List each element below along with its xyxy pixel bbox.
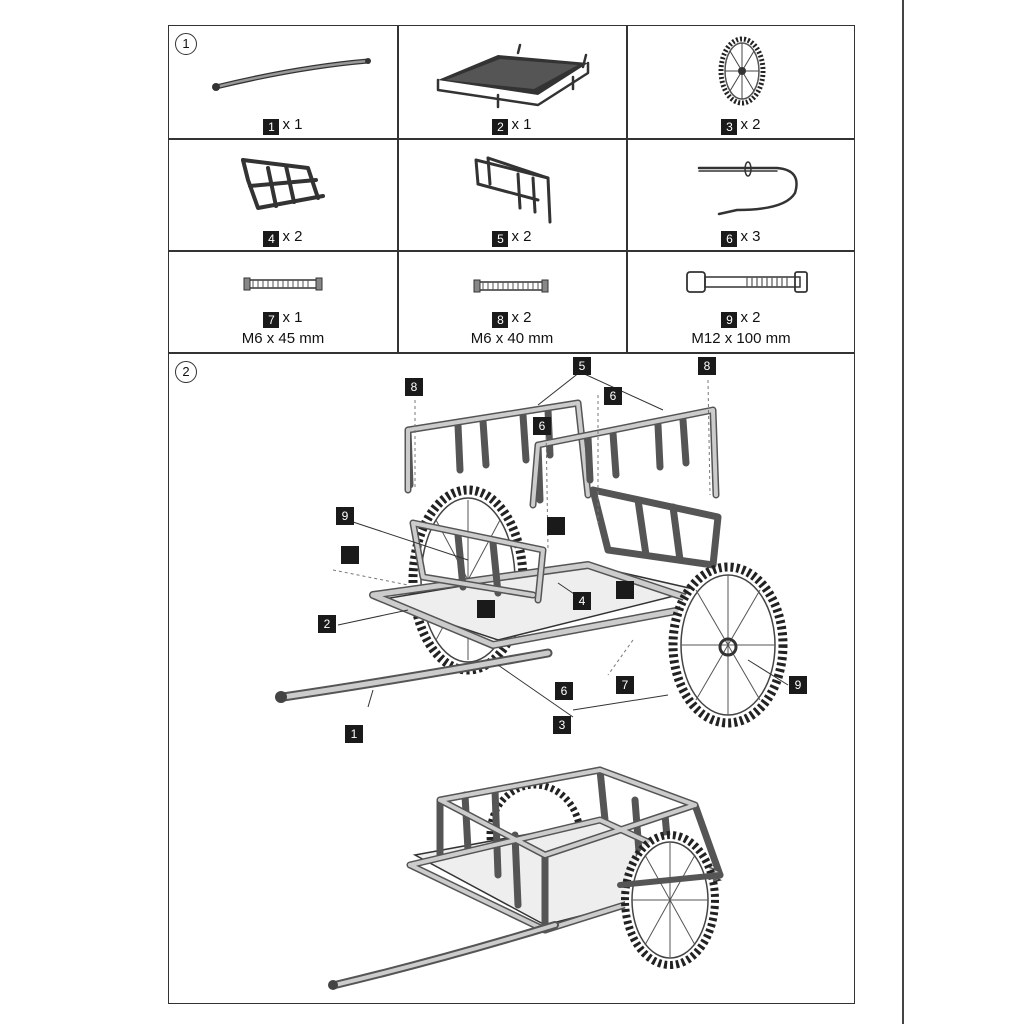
- part-5-side-frame-drawing: [474, 156, 552, 224]
- part-2-platform-drawing: [436, 43, 590, 109]
- callout-6-bottom: 6: [555, 682, 573, 700]
- part-number-badge: 3: [721, 119, 738, 135]
- part-number-badge: 6: [721, 231, 738, 247]
- callout-8-left: 8: [405, 378, 423, 396]
- grid-line: [168, 138, 855, 140]
- exploded-assembly-drawing: [275, 371, 789, 728]
- part-quantity: x 1: [282, 116, 303, 133]
- part-3-wheel-drawing: [718, 36, 766, 106]
- part-9-axle-bolt-drawing: [686, 271, 808, 293]
- page-edge-line: [902, 0, 904, 1024]
- callout-blank-tag: [547, 517, 565, 535]
- part-number-badge: 5: [492, 231, 509, 247]
- callout-blank-tag: [341, 546, 359, 564]
- callout-8-right: 8: [698, 357, 716, 375]
- part-quantity: x 2: [511, 309, 532, 326]
- callout-7: 7: [616, 676, 634, 694]
- part-number-badge: 4: [263, 231, 280, 247]
- assembled-trailer-drawing: [328, 766, 724, 990]
- part-quantity: x 1: [511, 116, 532, 133]
- callout-blank-tag: [616, 581, 634, 599]
- part-1-drawbar-drawing: [212, 58, 371, 91]
- grid-line: [168, 250, 855, 252]
- callout-blank-tag: [477, 600, 495, 618]
- part-number-badge: 9: [721, 312, 738, 328]
- part-4-side-frame-drawing: [241, 158, 325, 210]
- part-number-badge: 1: [263, 119, 280, 135]
- part-quantity: x 3: [740, 228, 761, 245]
- grid-line: [397, 25, 399, 352]
- callout-4: 4: [573, 592, 591, 610]
- callout-5: 5: [573, 357, 591, 375]
- callout-9-right: 9: [789, 676, 807, 694]
- instruction-frame: [168, 25, 855, 1004]
- part-quantity: x 2: [282, 228, 303, 245]
- part-spec: M6 x 40 mm: [470, 330, 554, 347]
- part-spec: M12 x 100 mm: [691, 330, 791, 347]
- grid-line: [168, 352, 855, 354]
- part-number-badge: 8: [492, 312, 509, 328]
- callout-6-inner: 6: [533, 417, 551, 435]
- callout-2: 2: [318, 615, 336, 633]
- part-7-bolt-drawing: [243, 277, 323, 291]
- part-6-clip-pin-drawing: [697, 161, 798, 216]
- part-quantity: x 2: [740, 116, 761, 133]
- part-number-badge: 2: [492, 119, 509, 135]
- callout-3: 3: [553, 716, 571, 734]
- step-number-1: 1: [175, 33, 197, 55]
- part-8-bolt-drawing: [473, 279, 549, 293]
- grid-line: [626, 25, 628, 352]
- callout-6-top: 6: [604, 387, 622, 405]
- step-number-2: 2: [175, 361, 197, 383]
- callout-9-left: 9: [336, 507, 354, 525]
- part-quantity: x 1: [282, 309, 303, 326]
- part-spec: M6 x 45 mm: [241, 330, 325, 347]
- part-quantity: x 2: [511, 228, 532, 245]
- part-number-badge: 7: [263, 312, 280, 328]
- part-quantity: x 2: [740, 309, 761, 326]
- callout-1: 1: [345, 725, 363, 743]
